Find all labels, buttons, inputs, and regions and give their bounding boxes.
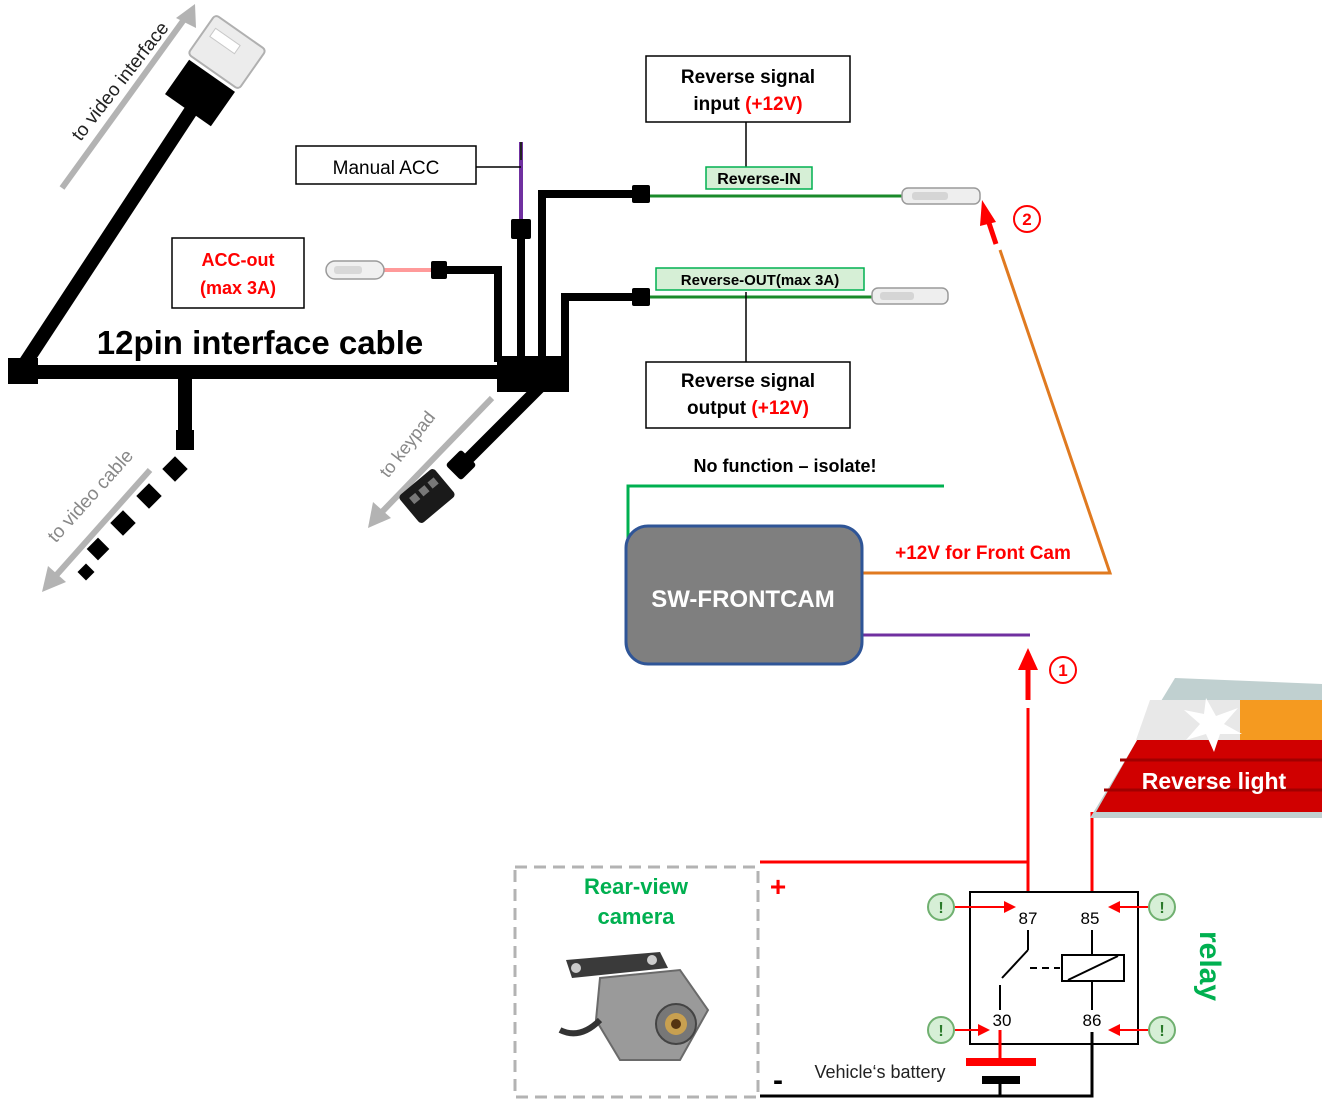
- rev-in-box-line1: Reverse signal: [681, 67, 815, 88]
- ground-wire: [760, 1032, 1094, 1098]
- arrow-marker-2: [980, 200, 1041, 245]
- battery-plus-plate: [966, 1058, 1036, 1066]
- reverse-out-terminal: [871, 287, 949, 305]
- warning-circles: [927, 893, 1176, 1044]
- battery-minus-plate: [982, 1076, 1020, 1084]
- no-function-label: No function – isolate!: [693, 456, 876, 476]
- warning-icon: [927, 1016, 955, 1044]
- reverse-light-lamp: [1090, 678, 1322, 818]
- cable-splitter: [497, 356, 569, 392]
- plus-sign: +: [770, 871, 786, 902]
- keypad-connector: [399, 450, 476, 523]
- reverse-out-sleeve: [632, 288, 650, 306]
- reverse-out-label: Reverse-OUT(max 3A): [681, 272, 839, 289]
- cable-end-left: [8, 358, 38, 384]
- arrow-marker-1: [1018, 648, 1077, 862]
- warning-icon-label: !: [938, 900, 943, 917]
- acc-out-line1: ACC-out: [202, 250, 275, 270]
- reverse-out-tag: [655, 267, 865, 291]
- light-flash-icon: [1184, 698, 1242, 752]
- rev-out-box-line1: Reverse signal: [681, 371, 815, 392]
- pin-86-label: 86: [1083, 1011, 1102, 1030]
- reverse-light-label: Reverse light: [1142, 768, 1287, 794]
- manual-acc-label: Manual ACC: [333, 158, 440, 179]
- reverse-in-tag: [705, 166, 813, 190]
- to-video-cable-arrow: [42, 468, 153, 592]
- reverse-in-label: Reverse-IN: [717, 171, 801, 188]
- rear-camera-frame: [513, 865, 760, 1099]
- acc-out-line2: (max 3A): [200, 278, 276, 298]
- rear-camera-icon: [558, 952, 710, 1061]
- no-function-wire: [626, 484, 944, 540]
- cable-title: 12pin interface cable: [97, 324, 423, 361]
- minus-sign: -: [773, 1064, 783, 1097]
- manual-acc-box: [295, 145, 477, 185]
- relay-internals: [999, 930, 1125, 1010]
- rev-in-box-line2: input (+12V): [693, 94, 802, 115]
- pin-arrows: [955, 901, 1148, 1036]
- acc-out-sleeve: [431, 261, 447, 279]
- interface-cable: [10, 96, 640, 467]
- video-cable-dashes: [77, 456, 188, 581]
- warning-icon: [1148, 893, 1176, 921]
- warning-icon: [1148, 1016, 1176, 1044]
- warning-icon: [927, 893, 955, 921]
- pin-30-label: 30: [993, 1011, 1012, 1030]
- to-keypad-label: to keypad: [375, 407, 439, 481]
- acc-out-box: [171, 237, 305, 309]
- rear-camera-line1: Rear-view: [584, 874, 689, 899]
- relay-label: relay: [1193, 931, 1226, 1001]
- reverse-in-box: [645, 55, 851, 123]
- acc-out-terminal: [325, 260, 431, 280]
- front-cam-power-wire: [860, 249, 1113, 575]
- sw-frontcam-module: [624, 524, 864, 666]
- pin-85-label: 85: [1081, 909, 1100, 928]
- video-cable-stub: [176, 430, 194, 450]
- reverse-in-terminal: [901, 187, 981, 205]
- video-interface-connector: [165, 15, 266, 127]
- front-cam-power-label: +12V for Front Cam: [895, 543, 1071, 564]
- to-video-interface-arrow: [59, 4, 196, 190]
- rev-out-box-line2: output (+12V): [687, 398, 809, 419]
- marker-1-label: 1: [1058, 661, 1067, 680]
- sw-frontcam-label: SW-FRONTCAM: [651, 586, 834, 613]
- rear-camera-line2: camera: [597, 904, 675, 929]
- to-video-interface-label: to video interface: [68, 18, 174, 145]
- reverse-in-sleeve: [632, 185, 650, 203]
- marker-2-label: 2: [1022, 210, 1031, 229]
- warning-icon-label: !: [938, 1023, 943, 1040]
- pin-87-label: 87: [1019, 909, 1038, 928]
- warning-icon-label: !: [1159, 1023, 1164, 1040]
- warning-icon-label: !: [1159, 900, 1164, 917]
- vehicle-battery-label: Vehicle‘s battery: [814, 1062, 945, 1082]
- to-keypad-arrow: [368, 395, 495, 528]
- manual-acc-sleeve: [511, 219, 531, 239]
- reverse-out-box: [645, 361, 851, 429]
